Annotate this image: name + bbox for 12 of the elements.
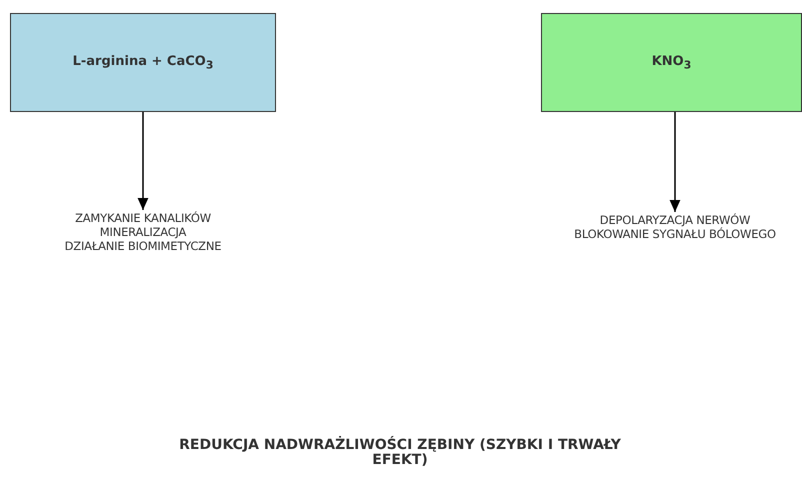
result-heading: REDUKCJA NADWRAŻLIWOŚCI ZĘBINY (SZYBKI I TRWAŁY EFEKT) <box>178 438 622 468</box>
arrow <box>670 112 680 212</box>
effect-text: MINERALIZACJA <box>100 225 186 239</box>
effect-text: ZAMYKANIE KANALIKÓW <box>75 211 211 225</box>
arrow <box>138 112 148 210</box>
effect-text: BLOKOWANIE SYGNAŁU BÓLOWEGO <box>574 227 776 241</box>
box-label: L-arginina + CaCO$_{3}$ <box>72 54 214 72</box>
process-box <box>541 13 802 112</box>
process-box <box>10 13 276 112</box>
box-label: KNO$_{3}$ <box>652 54 692 72</box>
effect-text: DEPOLARYZACJA NERWÓW <box>600 213 750 227</box>
effect-text: DZIAŁANIE BIOMIMETYCZNE <box>64 239 222 253</box>
